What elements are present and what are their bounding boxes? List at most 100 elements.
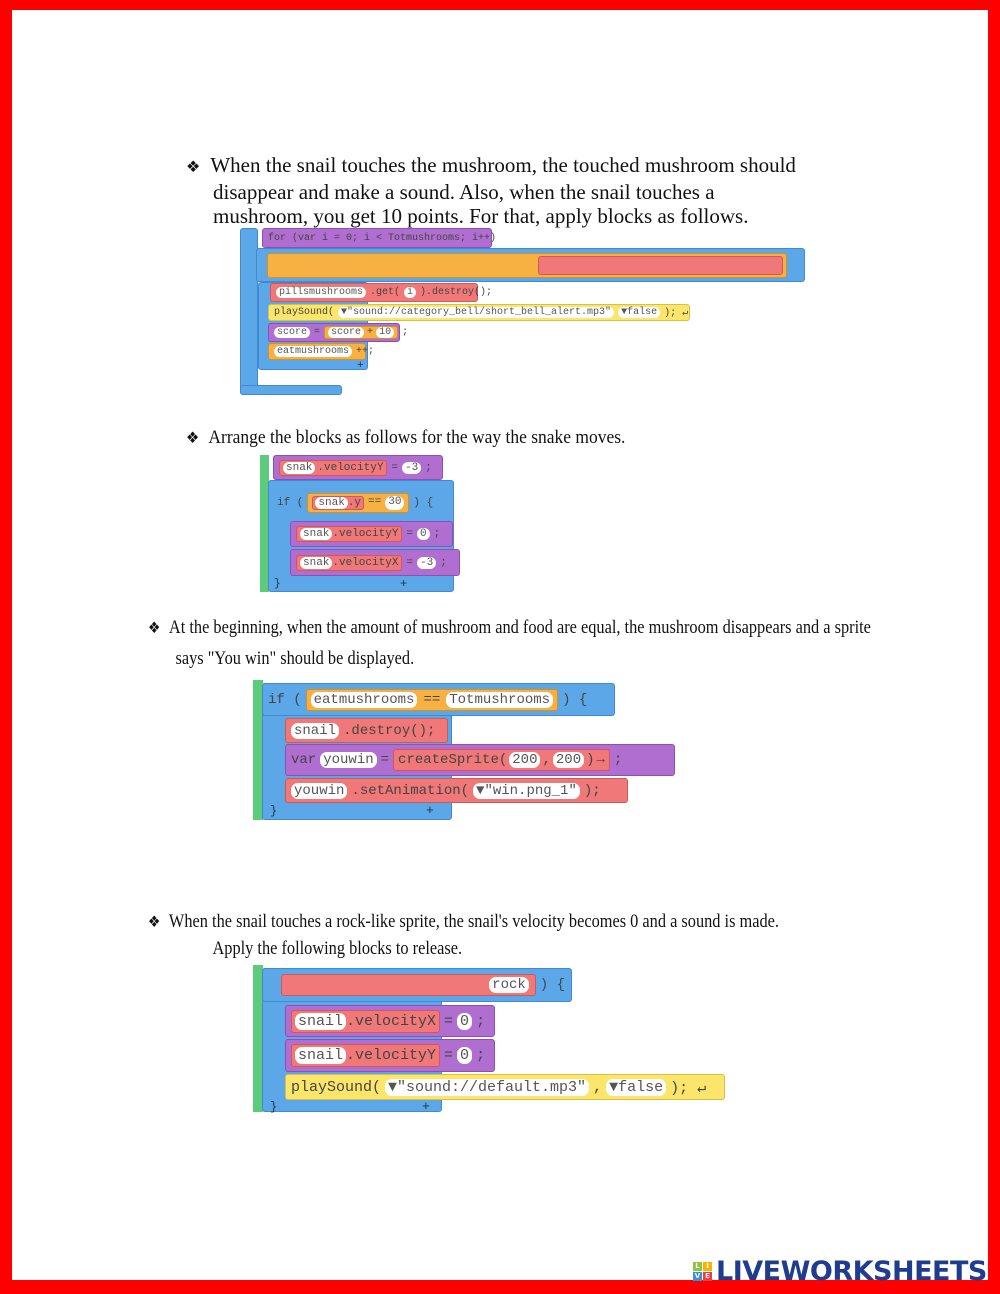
logo-letter: L — [693, 1262, 702, 1271]
instruction-line: Apply the following blocks to release. — [212, 938, 463, 959]
code-text: ) { — [562, 691, 588, 708]
var-pill: snail — [295, 1047, 347, 1064]
instruction-2: ❖Arrange the blocks as follows for the w… — [186, 427, 625, 450]
var-pill: eatmushrooms — [274, 346, 353, 357]
var-pill: pillsmushrooms — [276, 287, 367, 298]
instruction-line: says "You win" should be displayed. — [175, 648, 415, 669]
sound-dropdown[interactable]: ▼"sound://category_bell/short_bell_alert… — [338, 307, 615, 318]
number-pill: 0 — [457, 1047, 473, 1064]
code-text: if ( — [277, 496, 304, 509]
if-row: rock ) { — [262, 968, 572, 1002]
code-text: + — [367, 327, 374, 338]
code-text: ); — [583, 782, 601, 799]
code-text: , — [593, 1078, 603, 1096]
code-text: ); ↵ — [670, 1079, 707, 1097]
code-text: ) — [586, 752, 595, 768]
liveworksheets-logo: L I V E LIVEWORKSHEETS — [693, 1256, 987, 1287]
code-text: var — [291, 752, 317, 768]
add-statement-button[interactable]: + — [357, 360, 364, 372]
increment-statement: eatmushrooms++; — [268, 343, 374, 360]
playsound-statement: playSound(▼"sound://default.mp3",▼false)… — [285, 1074, 725, 1100]
code-text: .velocityY — [332, 528, 399, 540]
animation-dropdown[interactable]: ▼"win.png_1" — [473, 782, 580, 799]
var-pill: snak — [300, 528, 333, 540]
var-pill: eatmushrooms — [310, 691, 418, 708]
for-header: for (var i = 0; i < Totmushrooms; i++) — [262, 228, 496, 248]
expand-args-button[interactable]: → — [596, 752, 605, 768]
logo-letter: I — [703, 1262, 712, 1271]
bullet-icon: ❖ — [186, 159, 201, 176]
code-text: = — [406, 528, 414, 540]
velocity-x-statement: snak.velocityX=-3; — [290, 549, 460, 576]
code-text: == — [368, 495, 382, 508]
code-text: = — [444, 1047, 454, 1064]
if-row: if ( snak.y==30) { — [272, 490, 433, 515]
var-pill: i — [404, 287, 417, 298]
code-text: if ( — [268, 691, 302, 708]
set-animation-statement: youwin.setAnimation(▼"win.png_1"); — [285, 778, 628, 803]
loop-dropdown[interactable]: ▼false — [618, 307, 661, 318]
instruction-line: At the beginning, when the amount of mus… — [168, 617, 871, 638]
destroy-statement: snail.destroy(); — [285, 718, 448, 743]
code-text: .get( — [370, 287, 401, 298]
code-text: createSprite( — [398, 752, 508, 768]
sprite-pill: rock — [489, 977, 529, 993]
code-text: ); ↵ — [664, 307, 689, 319]
logo-letter: E — [703, 1272, 712, 1281]
logo-text: LIVEWORKSHEETS — [716, 1256, 987, 1287]
code-text: ; — [402, 327, 409, 338]
number-pill: 200 — [509, 752, 541, 768]
event-bar — [253, 680, 263, 820]
velocity-statement: snak.velocityY =-3; — [273, 455, 443, 480]
code-text: .y — [347, 496, 362, 509]
code-text: ; — [440, 556, 447, 569]
velocity-y-statement: snak.velocityY =0; — [290, 521, 453, 547]
code-text: == — [423, 691, 441, 708]
code-text: .velocityX — [346, 1012, 437, 1030]
code-text: ; — [613, 752, 623, 768]
code-text: ; — [433, 528, 441, 540]
var-pill: snak — [283, 461, 316, 474]
loop-footer — [240, 385, 342, 395]
instruction-1: ❖When the snail touches the mushroom, th… — [186, 153, 796, 228]
var-pill: snak — [315, 496, 348, 509]
close-brace: } — [270, 1100, 278, 1114]
var-pill: Totmushrooms — [446, 691, 554, 708]
logo-letter: V — [693, 1272, 702, 1281]
code-text: , — [542, 752, 551, 768]
event-bar — [260, 455, 269, 592]
var-pill: snail — [295, 1012, 347, 1030]
code-text: = — [380, 752, 390, 768]
number-pill: 0 — [417, 528, 430, 540]
number-pill: -3 — [417, 556, 437, 569]
instruction-3: ❖ At the beginning, when the amount of mu… — [148, 613, 871, 674]
bullet-icon: ❖ — [148, 620, 161, 637]
instruction-line: mushroom, you get 10 points. For that, a… — [213, 204, 749, 228]
code-text: ; — [476, 1012, 486, 1030]
code-text: playSound( — [291, 1078, 382, 1096]
code-text: ).destroy(); — [420, 287, 493, 298]
code-text: ; — [425, 461, 432, 474]
number-pill: 30 — [385, 495, 405, 510]
logo-icon: L I V E — [693, 1262, 712, 1281]
code-text: .setAnimation( — [351, 782, 470, 799]
code-text: .velocityY — [317, 461, 384, 474]
velocity-y-statement: snail.velocityY=0; — [285, 1039, 495, 1072]
loop-dropdown[interactable]: ▼false — [606, 1078, 667, 1096]
var-pill: score — [328, 327, 365, 338]
add-statement-button[interactable]: + — [426, 803, 434, 818]
add-statement-button[interactable]: + — [400, 577, 408, 591]
add-statement-button[interactable]: + — [422, 1099, 430, 1114]
sound-dropdown[interactable]: ▼"sound://default.mp3" — [385, 1078, 590, 1096]
var-pill: youwin — [291, 782, 348, 799]
score-statement: score= score+10; — [268, 323, 408, 342]
number-pill: 0 — [457, 1012, 473, 1030]
code-text: ) { — [539, 977, 565, 993]
var-pill: score — [274, 327, 311, 338]
number-pill: -3 — [402, 461, 422, 474]
number-pill: 200 — [552, 752, 585, 768]
code-text: = — [391, 461, 399, 474]
code-text: ; — [476, 1047, 486, 1064]
code-text: .destroy(); — [343, 722, 436, 739]
